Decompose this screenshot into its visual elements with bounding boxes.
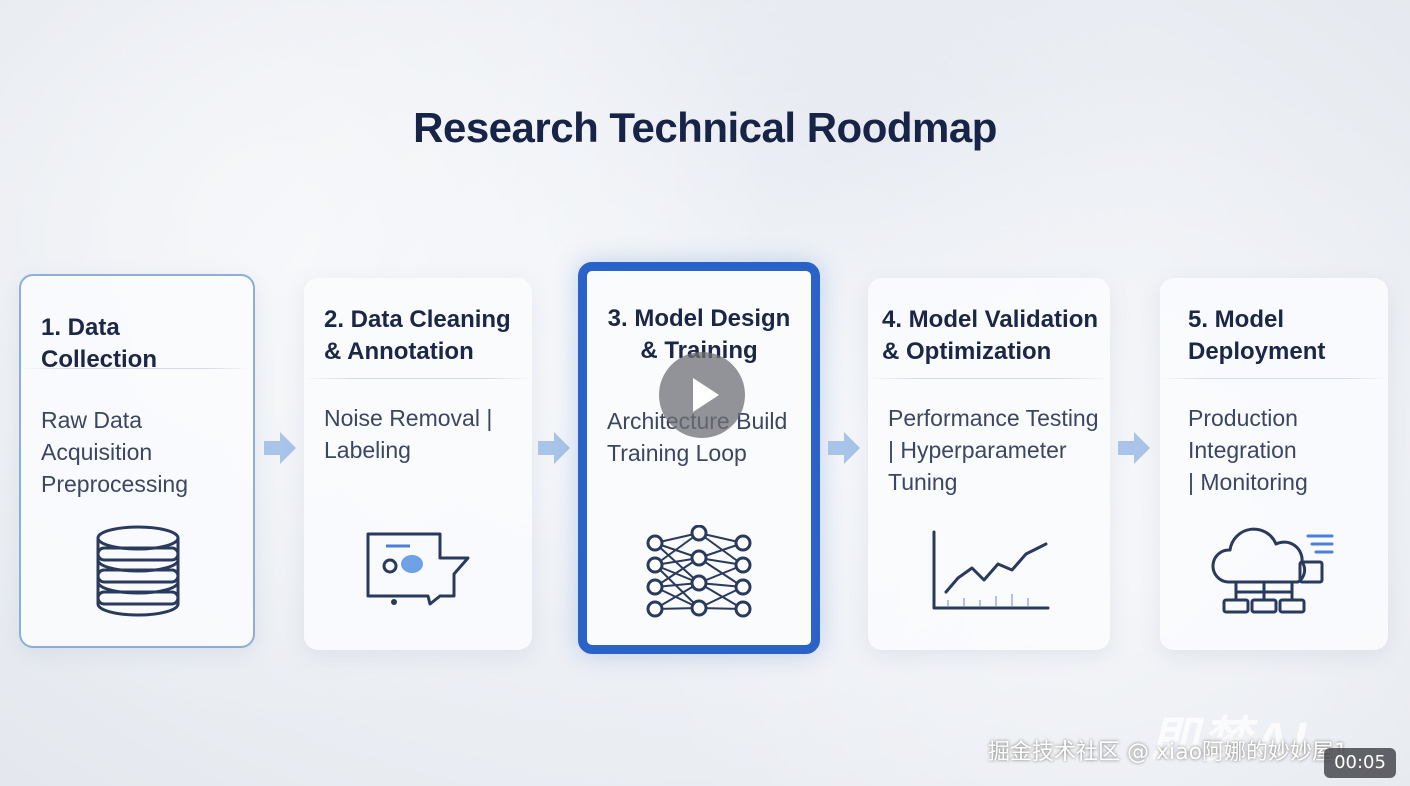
stage-description: Noise Removal | Labeling [324,405,493,463]
author-watermark: 掘金技术社区 @ xiao阿娜的妙妙屋1 [988,740,1349,765]
cloud-server-icon [1211,527,1334,614]
stage-card-model-design: 3. Model Design & Training Architecture … [578,262,820,654]
stage-description: Production Integration | Monitoring [1188,405,1308,495]
stage-card-data-collection: 1. Data Collection Raw Data Acquisition … [19,274,255,648]
stage-card-data-cleaning: 2. Data Cleaning & Annotation Noise Remo… [304,278,532,650]
video-timestamp: 00:05 [1324,748,1396,778]
divider [868,378,1110,379]
stage-heading: 2. Data Cleaning & Annotation [324,306,511,365]
arrow-right-icon [828,432,860,464]
stage-card-model-validation: 4. Model Validation & Optimization Perfo… [868,278,1110,650]
stage-heading: 1. Data Collection [41,314,158,373]
annotation-chat-icon [366,532,470,606]
stage-heading: 4. Model Validation & Optimization [882,306,1099,365]
stage-heading: 5. Model Deployment [1188,306,1326,365]
stage-card-model-deployment: 5. Model Deployment Production Integrati… [1160,278,1388,650]
arrow-right-icon [264,432,296,464]
arrow-right-icon [538,432,570,464]
divider [304,378,532,379]
play-button[interactable] [659,352,745,438]
page-title: Research Technical Roodmap [413,104,997,151]
line-chart-icon [932,530,1050,610]
stage-description: Raw Data Acquisition Preprocessing [41,407,189,497]
divider [21,368,253,369]
divider [1160,378,1388,379]
neural-network-icon [646,525,752,618]
arrow-right-icon [1118,432,1150,464]
database-icon [96,525,180,617]
stage-description: Performance Testing | Hyperparameter Tun… [888,405,1099,495]
